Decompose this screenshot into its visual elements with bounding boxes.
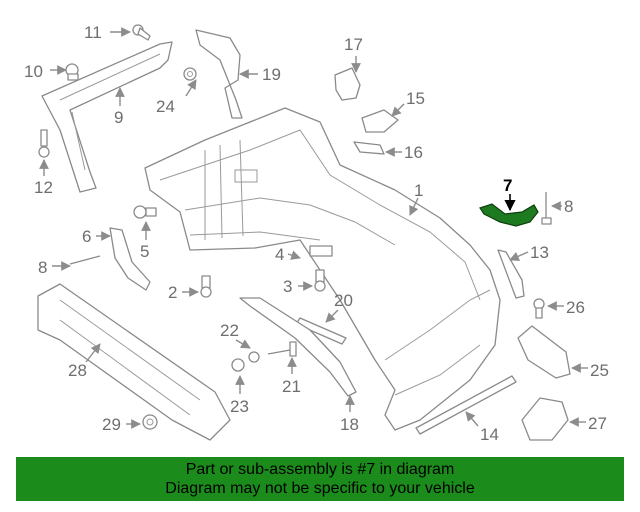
sensor-part-17 <box>334 67 361 101</box>
clip-part-10 <box>65 63 79 81</box>
bracket-part-6 <box>109 227 151 291</box>
bracket-part-19 <box>195 29 243 119</box>
callout-21: 21 <box>282 377 301 396</box>
callout-11: 11 <box>84 23 102 42</box>
callout-4: 4 <box>275 245 284 264</box>
insert-part-4 <box>309 245 333 257</box>
callout-25: 25 <box>590 361 609 380</box>
upper-bracket-part-9 <box>41 41 173 193</box>
screw-part-2 <box>200 275 212 298</box>
bracket-part-15 <box>361 109 399 133</box>
callout-3: 3 <box>283 277 292 296</box>
parts-diagram: 11 10 9 12 19 24 17 15 16 1 7 8 13 26 25… <box>24 23 609 444</box>
screw-part-26 <box>533 298 545 319</box>
callout-17: 17 <box>344 35 363 54</box>
callout-18: 18 <box>340 415 359 434</box>
banner-line-1: Part or sub-assembly is #7 in diagram <box>185 461 455 478</box>
leader-lines <box>39 27 588 429</box>
callout-8-right: 8 <box>564 197 573 216</box>
bracket-part-7[interactable] <box>479 203 539 227</box>
callout-15: 15 <box>406 89 425 108</box>
callout-6: 6 <box>82 227 91 246</box>
screw-part-3 <box>314 269 326 292</box>
washer-part-22 <box>248 351 260 363</box>
callout-10: 10 <box>24 62 43 81</box>
callout-7: 7 <box>503 176 512 195</box>
bolt-part-21 <box>267 341 297 357</box>
screw-part-11 <box>132 24 151 41</box>
callout-19: 19 <box>262 65 281 84</box>
callout-24: 24 <box>156 97 175 116</box>
callout-23: 23 <box>230 397 249 416</box>
strip-part-18 <box>239 297 357 397</box>
callout-5: 5 <box>140 242 149 261</box>
clip-part-5 <box>133 205 157 219</box>
info-banner: Part or sub-assembly is #7 in diagram Di… <box>16 457 624 501</box>
callout-1: 1 <box>414 181 423 200</box>
bolt-part-8-left <box>69 255 101 265</box>
bolt-part-8-right <box>541 192 552 225</box>
callout-14: 14 <box>480 425 499 444</box>
guide-part-13 <box>497 249 525 299</box>
cover-part-16 <box>353 141 385 155</box>
strip-part-14 <box>415 375 517 435</box>
nut-part-23 <box>231 358 245 372</box>
callout-27: 27 <box>588 414 607 433</box>
callout-13: 13 <box>530 243 549 262</box>
bumper-cover <box>144 107 501 431</box>
callout-22: 22 <box>220 321 239 340</box>
callout-20: 20 <box>334 291 353 310</box>
banner-line-2: Diagram may not be specific to your vehi… <box>165 480 475 497</box>
callout-12: 12 <box>34 178 53 197</box>
stud-part-12 <box>38 129 50 158</box>
nut-part-24 <box>183 67 197 81</box>
callout-29: 29 <box>102 415 121 434</box>
bracket-part-25 <box>517 325 571 379</box>
callout-26: 26 <box>566 298 585 317</box>
callout-9: 9 <box>114 108 123 127</box>
housing-part-27 <box>521 397 569 441</box>
callout-8-left: 8 <box>38 258 47 277</box>
callout-28: 28 <box>68 361 87 380</box>
callouts: 11 10 9 12 19 24 17 15 16 1 7 8 13 26 25… <box>24 23 609 444</box>
callout-2: 2 <box>168 283 177 302</box>
nut-part-29 <box>142 414 158 430</box>
callout-16: 16 <box>404 143 423 162</box>
absorber-part-28 <box>37 283 231 441</box>
